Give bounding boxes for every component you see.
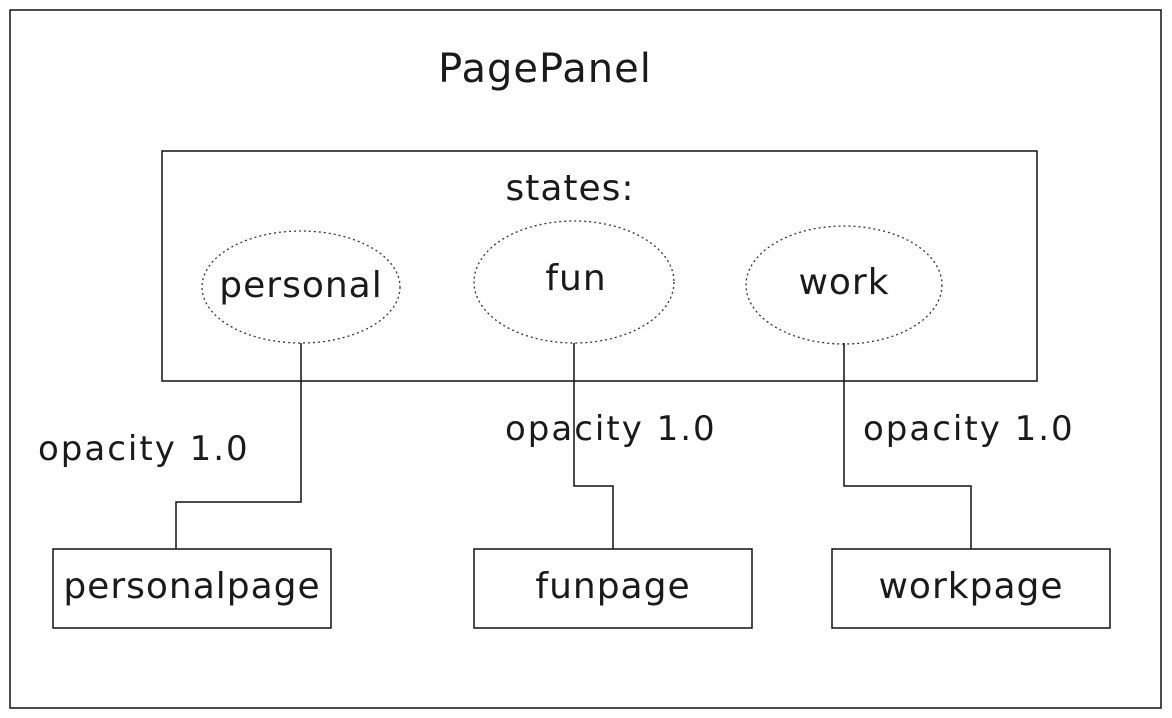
state-fun-ellipse [473,220,675,344]
state-work: work [745,225,943,345]
transition-work-label: opacity 1.0 [863,409,1075,449]
connector-work-workpage [843,343,972,549]
pagepanel-title: PagePanel [438,46,652,92]
connector-fun-funpage [573,343,614,549]
page-personalpage-label: personalpage [63,566,320,607]
state-work-label: work [798,262,889,303]
transition-fun-label: opacity 1.0 [505,409,717,449]
page-workpage: workpage [831,548,1111,629]
page-workpage-label: workpage [878,566,1063,607]
state-personal-label: personal [219,265,382,306]
page-funpage: funpage [473,548,753,629]
states-box [161,150,1038,382]
pagepanel-frame [9,9,1162,709]
state-fun-label: fun [545,258,606,299]
page-personalpage: personalpage [52,548,332,629]
state-personal: personal [201,230,401,344]
transition-personal-label: opacity 1.0 [38,429,250,469]
page-personalpage-box [52,548,332,629]
page-funpage-box [473,548,753,629]
states-label: states: [505,168,634,209]
state-personal-ellipse [201,230,401,344]
page-workpage-box [831,548,1111,629]
state-fun: fun [473,220,675,344]
connector-personal-personalpage [175,343,302,549]
page-funpage-label: funpage [535,566,690,607]
